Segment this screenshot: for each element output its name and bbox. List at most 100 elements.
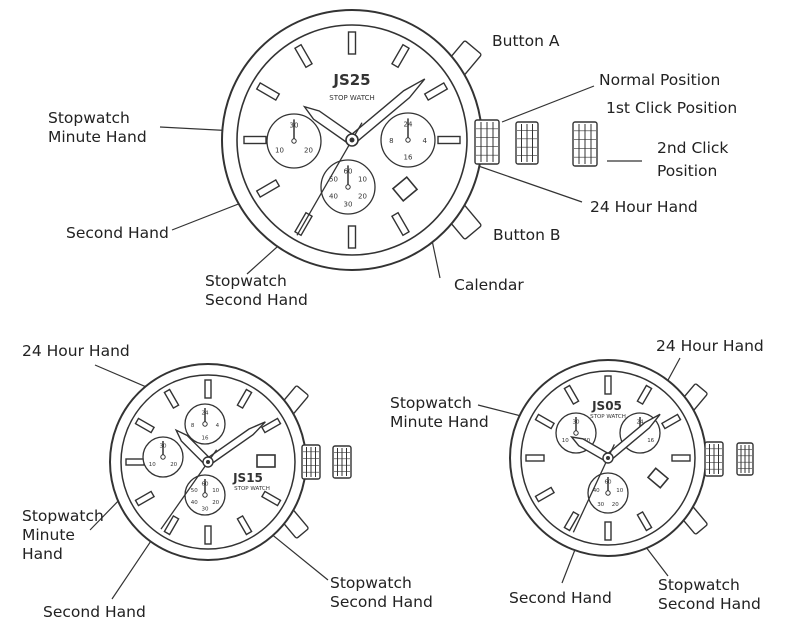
subdial-stopwatch-second: 6010203040 bbox=[587, 472, 629, 514]
hour-marker bbox=[347, 31, 357, 55]
calendar-window bbox=[646, 467, 670, 489]
hour-marker bbox=[243, 135, 267, 145]
crown-normal-position bbox=[474, 119, 500, 165]
hour-marker bbox=[255, 179, 281, 198]
subdial-stopwatch-minute: 302010 bbox=[266, 113, 322, 169]
hour-marker bbox=[134, 417, 156, 434]
label-button-a: Button A bbox=[492, 32, 560, 50]
center-pin-dot bbox=[206, 460, 210, 464]
subdial-stopwatch-second: 601020304050 bbox=[320, 159, 376, 215]
hour-marker bbox=[671, 454, 691, 462]
model-name: JS15 bbox=[232, 471, 263, 485]
subdial-number: 10 bbox=[149, 462, 156, 468]
subdial-pin bbox=[160, 454, 166, 460]
subdial-number: 4 bbox=[216, 423, 220, 429]
model-name: JS05 bbox=[591, 399, 622, 413]
subdial-pin bbox=[573, 430, 579, 436]
label-second-hand-top: Second Hand bbox=[66, 224, 169, 242]
crown-1st-click bbox=[515, 121, 539, 165]
hour-marker bbox=[204, 379, 212, 399]
subdial-number: 4 bbox=[422, 136, 427, 145]
label-second-hand-br: Second Hand bbox=[509, 589, 612, 607]
crown-pulled bbox=[332, 445, 352, 479]
stopwatch-subtitle: STOP WATCH bbox=[234, 486, 270, 492]
subdial-pin bbox=[202, 492, 208, 498]
hour-marker bbox=[604, 375, 612, 395]
subdial-number: 50 bbox=[329, 175, 338, 184]
hour-marker bbox=[260, 490, 282, 507]
subdial-24-hour: 244168 bbox=[380, 112, 436, 168]
subdial-24-hour: 244168 bbox=[184, 403, 226, 445]
hour-marker bbox=[236, 388, 253, 410]
hour-marker bbox=[534, 486, 556, 503]
subdial-number: 10 bbox=[358, 175, 367, 184]
hour-marker bbox=[563, 384, 580, 406]
hour-marker bbox=[294, 43, 313, 69]
label-24-hour-hand-top: 24 Hour Hand bbox=[590, 198, 698, 216]
hour-marker bbox=[236, 514, 253, 536]
hour-marker bbox=[525, 454, 545, 462]
subdial-number: 30 bbox=[597, 502, 604, 508]
stopwatch-subtitle: STOP WATCH bbox=[329, 94, 374, 102]
center-pin-dot bbox=[349, 137, 355, 143]
hour-marker bbox=[204, 525, 212, 545]
subdial-number: 8 bbox=[191, 423, 195, 429]
hour-marker bbox=[163, 514, 180, 536]
hour-marker bbox=[604, 521, 612, 541]
label-1st-click-position: 1st Click Position bbox=[606, 99, 738, 117]
label-calendar: Calendar bbox=[454, 276, 524, 294]
center-pin-dot bbox=[606, 456, 610, 460]
subdial-number: 20 bbox=[358, 191, 367, 200]
subdial-number: 20 bbox=[212, 500, 219, 506]
hour-marker bbox=[636, 510, 653, 532]
subdial-number: 16 bbox=[404, 153, 413, 162]
hour-marker bbox=[534, 413, 556, 430]
subdial-number: 10 bbox=[616, 488, 623, 494]
calendar-window bbox=[391, 175, 419, 203]
hour-marker bbox=[391, 211, 410, 237]
subdial-stopwatch-minute: 302010 bbox=[142, 436, 184, 478]
subdial-number: 20 bbox=[304, 145, 313, 154]
subdial-number: 40 bbox=[593, 488, 600, 494]
hour-marker bbox=[636, 384, 653, 406]
subdial-number: 30 bbox=[202, 506, 209, 512]
subdial-number: 16 bbox=[202, 435, 209, 441]
hour-marker bbox=[134, 490, 156, 507]
label-second-hand-bl: Second Hand bbox=[43, 603, 146, 621]
label-24-hour-hand-br: 24 Hour Hand bbox=[656, 337, 764, 355]
hour-marker bbox=[660, 413, 682, 430]
model-name: JS25 bbox=[332, 71, 370, 89]
subdial-number: 10 bbox=[212, 488, 219, 494]
hour-marker bbox=[163, 388, 180, 410]
calendar-window bbox=[256, 454, 276, 468]
subdial-stopwatch-second: 601020304050 bbox=[184, 474, 226, 516]
hour-marker bbox=[423, 82, 449, 101]
subdial-pin bbox=[405, 137, 411, 143]
subdial-number: 10 bbox=[275, 145, 284, 154]
hour-marker bbox=[347, 225, 357, 249]
crown-pulled bbox=[736, 442, 754, 476]
subdial-pin bbox=[345, 184, 351, 190]
subdial-number: 40 bbox=[329, 191, 338, 200]
hour-marker bbox=[437, 135, 461, 145]
hour-marker bbox=[125, 458, 145, 466]
subdial-number: 20 bbox=[170, 462, 177, 468]
stopwatch-subtitle: STOP WATCH bbox=[590, 414, 626, 420]
subdial-pin bbox=[202, 421, 208, 427]
label-24-hour-hand-bl: 24 Hour Hand bbox=[22, 342, 130, 360]
subdial-number: 8 bbox=[389, 136, 393, 145]
crown-2nd-click bbox=[572, 121, 598, 167]
label-normal-position: Normal Position bbox=[599, 71, 721, 89]
hour-marker bbox=[563, 510, 580, 532]
subdial-number: 10 bbox=[562, 438, 569, 444]
subdial-pin bbox=[605, 490, 611, 496]
